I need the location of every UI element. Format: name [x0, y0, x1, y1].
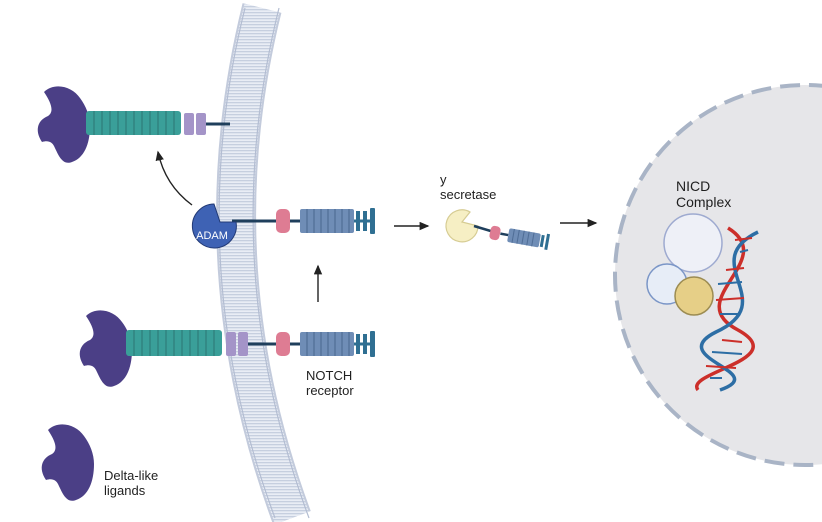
nicd-complex-label-line2: Complex: [676, 194, 732, 210]
dna-helix: [695, 226, 759, 392]
adam-protease: [191, 203, 237, 249]
nicd-complex-label: NICD Complex: [676, 178, 731, 210]
pink-block: [276, 332, 290, 356]
pink-block: [276, 209, 290, 233]
gamma-secretase-label-line1: y: [440, 172, 447, 187]
endocytosed-ligand-fragment: [37, 86, 230, 163]
purple-block: [238, 332, 248, 356]
notch-repeats: [300, 332, 354, 356]
free-delta-ligand: [41, 424, 94, 501]
adam-label: ADAM: [196, 230, 228, 242]
purple-block: [184, 113, 194, 135]
secretase-shape: [445, 209, 479, 243]
delta-like-ligands-label-line1: Delta-like: [104, 468, 159, 483]
notch-repeats: [300, 209, 354, 233]
notch-receptor-label: NOTCH receptor: [306, 368, 354, 398]
ligand-shape: [37, 86, 90, 163]
delta-like-ligands-label: Delta-like ligands: [104, 468, 158, 498]
purple-block: [226, 332, 236, 356]
gamma-secretase-complex: [445, 209, 551, 251]
ligand-receptor-complex: [79, 310, 375, 387]
nicd-complex-label-line1: NICD: [676, 178, 711, 194]
notch-receptor-label-line2: receptor: [306, 383, 354, 398]
nicd-complex: [646, 213, 723, 316]
ligand-shape: [79, 310, 132, 387]
pink-block: [489, 225, 501, 241]
cell-membrane: [216, 3, 311, 522]
complex-large-circle: [663, 213, 723, 273]
complex-yellow-circle: [674, 276, 714, 316]
cleaved-notch-receptor: [232, 208, 375, 234]
curved-arrow-to-fragment: [155, 150, 193, 206]
delta-like-ligands-label-line2: ligands: [104, 483, 146, 498]
nucleus: [613, 83, 822, 467]
gamma-secretase-label: y secretase: [440, 172, 496, 202]
purple-block: [196, 113, 206, 135]
gamma-secretase-label-line2: secretase: [440, 187, 497, 202]
notch-receptor-label-line1: NOTCH: [306, 368, 353, 383]
